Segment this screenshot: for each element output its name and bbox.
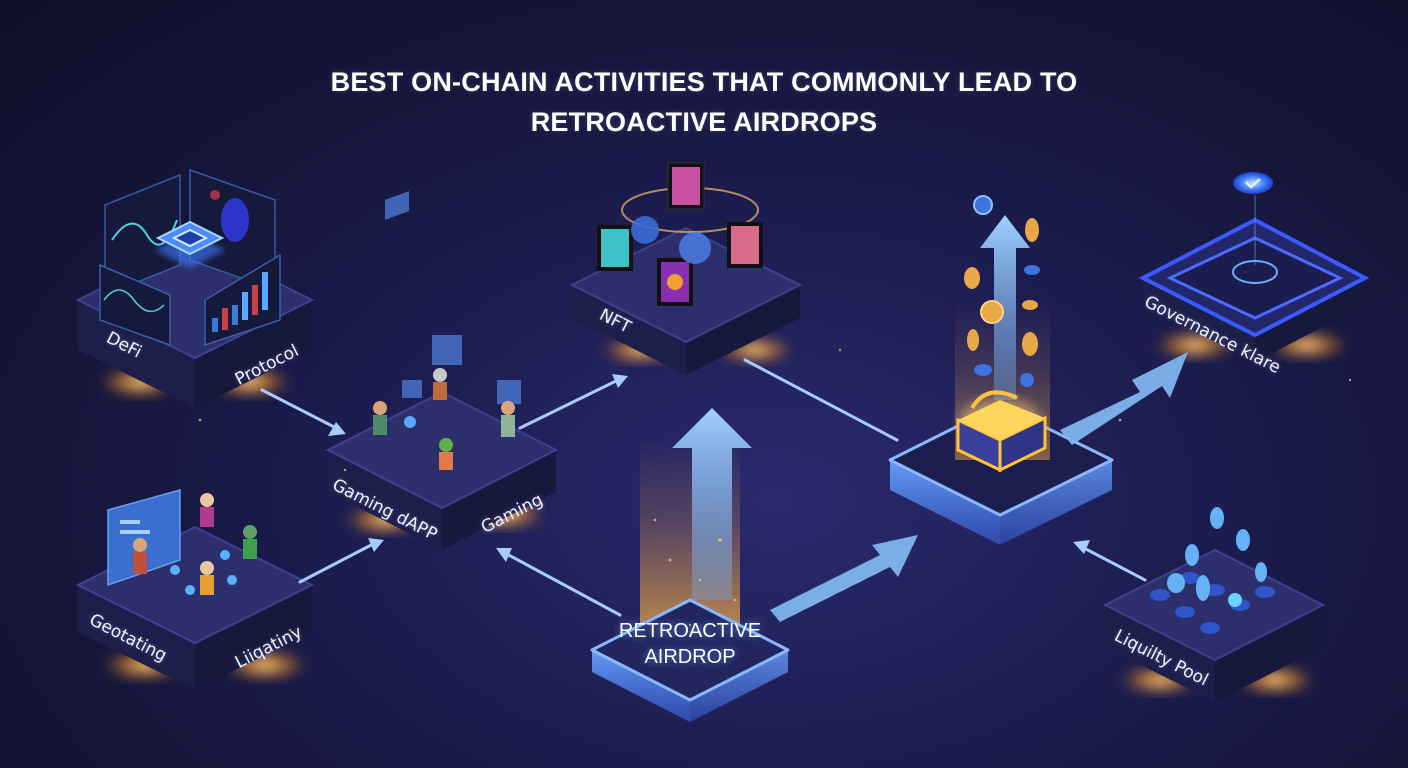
dashboard-hologram-icon bbox=[99, 168, 281, 347]
treasure-chest-icon bbox=[956, 390, 1047, 473]
line-nft-to-treasure bbox=[743, 358, 899, 442]
up-arrow-icon bbox=[980, 215, 1030, 400]
treasure-node[interactable] bbox=[888, 195, 1114, 545]
coin-pool-icon bbox=[1150, 507, 1275, 634]
players-icon bbox=[373, 191, 521, 470]
retroactive-airdrop-label: RETROACTIVE AIRDROP bbox=[600, 618, 780, 670]
coins-icon bbox=[964, 195, 1040, 387]
up-arrow-icon bbox=[672, 408, 752, 600]
arrow-gaming-to-nft bbox=[518, 378, 620, 430]
title-line-1: BEST ON-CHAIN ACTIVITIES THAT COMMONLY L… bbox=[330, 67, 1078, 97]
arrow-liquidity-to-treasure bbox=[1080, 545, 1147, 582]
community-people-icon bbox=[107, 489, 257, 595]
connectors bbox=[260, 358, 1147, 617]
page-title: BEST ON-CHAIN ACTIVITIES THAT COMMONLY L… bbox=[0, 62, 1408, 142]
nft-node[interactable] bbox=[569, 162, 803, 375]
arrow-treasure-to-governance bbox=[1060, 352, 1188, 445]
nft-frames-icon bbox=[597, 162, 763, 306]
arrow-defi-to-gaming bbox=[260, 388, 342, 432]
title-line-2: RETROACTIVE AIRDROPS bbox=[530, 107, 878, 137]
liquidity-pool-node[interactable] bbox=[1102, 507, 1326, 702]
arrow-airdrop-to-treasure bbox=[770, 535, 918, 622]
airdrop-label-line-1: RETROACTIVE bbox=[618, 620, 762, 642]
gaming-dapp-node[interactable] bbox=[325, 191, 559, 550]
governance-node[interactable] bbox=[1138, 172, 1370, 362]
sparkles bbox=[198, 348, 1352, 632]
community-node[interactable] bbox=[75, 489, 315, 690]
arrow-airdrop-to-gaming bbox=[503, 551, 622, 617]
retroactive-airdrop-node[interactable] bbox=[590, 408, 790, 722]
airdrop-label-line-2: AIRDROP bbox=[644, 646, 736, 668]
defi-protocol-node[interactable] bbox=[75, 168, 315, 408]
vote-check-icon bbox=[1232, 172, 1278, 284]
arrow-community-to-gaming bbox=[298, 541, 377, 584]
